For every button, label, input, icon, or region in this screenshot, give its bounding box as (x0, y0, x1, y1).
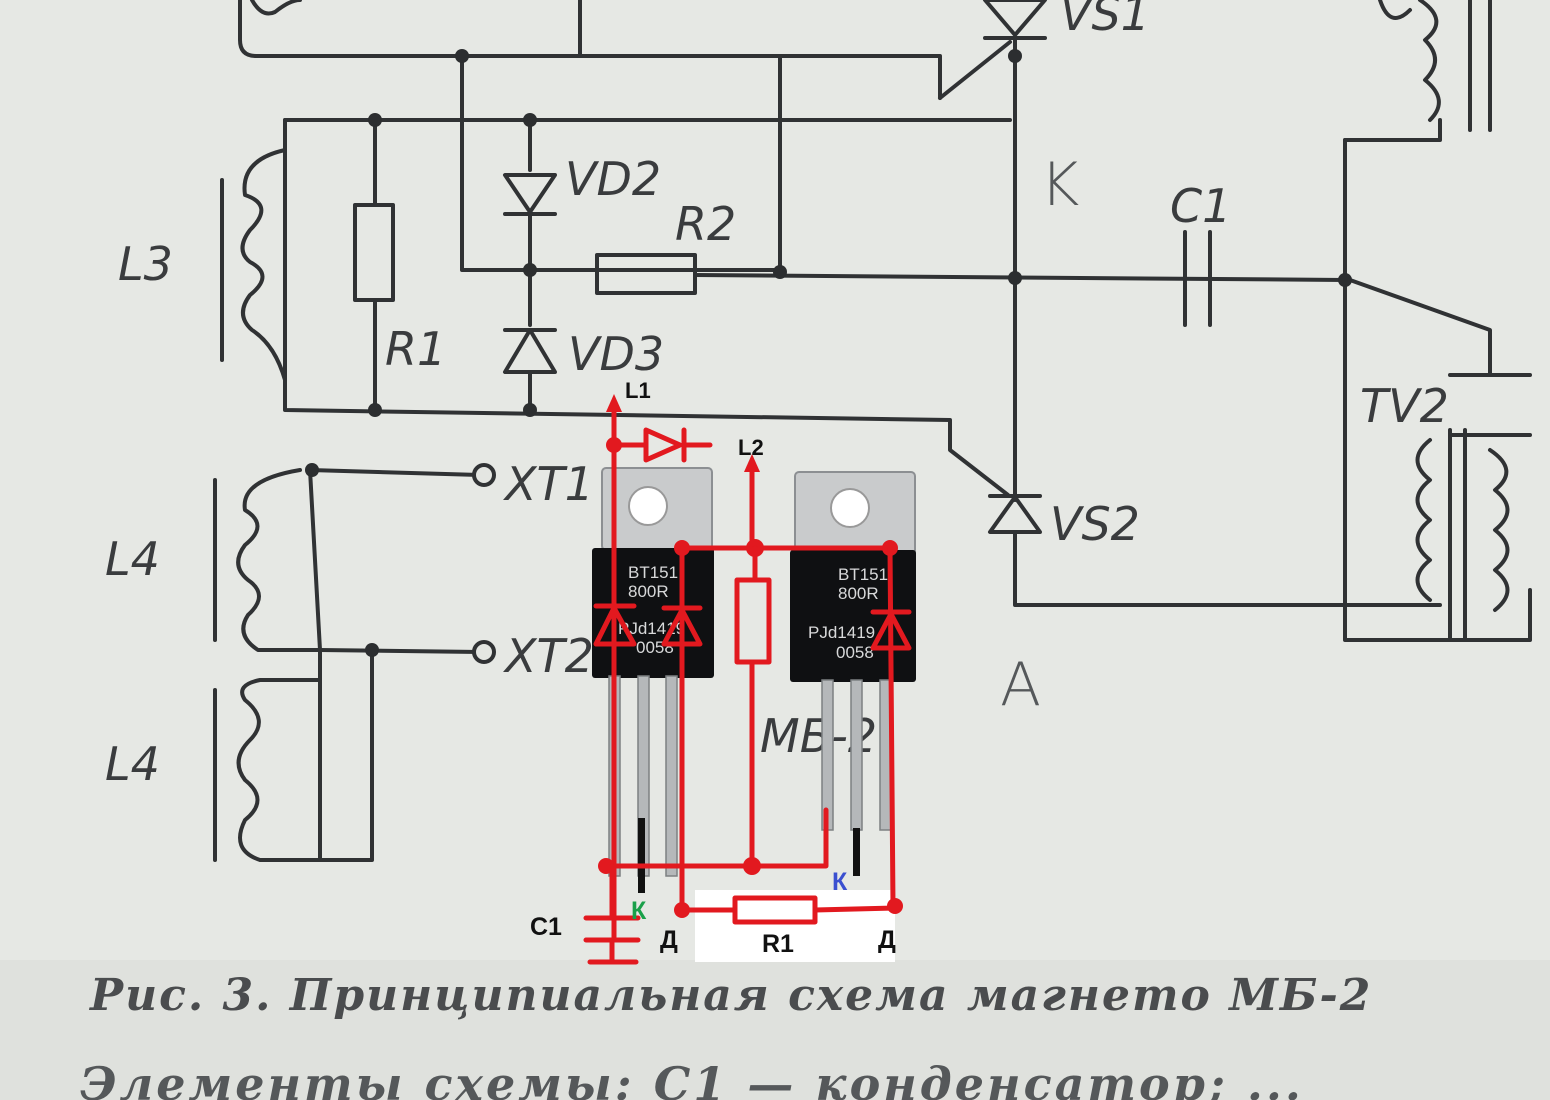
tv2-label: TV2 (1360, 379, 1449, 433)
top-right-coil (1418, 0, 1441, 122)
vd2-label: VD2 (565, 152, 661, 206)
thyristor-right-marking-1: BT151 (838, 565, 888, 584)
l3-label: L3 (118, 237, 173, 291)
label-d-left: Д (660, 926, 678, 954)
top-diode-bar (681, 427, 713, 463)
junction-red (743, 857, 761, 875)
xt2-wire (318, 648, 482, 654)
diode-3-wire (887, 545, 896, 909)
c1-capacitor (1183, 230, 1212, 327)
paper-shadow (0, 960, 1550, 1100)
l4-bottom-label: L4 (105, 737, 160, 791)
junction (523, 403, 537, 417)
a-rail (1013, 530, 1442, 607)
right-top (1343, 118, 1442, 142)
junction (523, 113, 537, 127)
l4-top-label: L4 (105, 532, 160, 586)
right-rail (1343, 138, 1532, 642)
junction (1008, 271, 1022, 285)
thyristor-left-leg-3 (665, 675, 678, 877)
junction (1008, 49, 1022, 63)
caption-next-line: Элементы схемы: С1 — конденсатор; ... (80, 1057, 1304, 1100)
thyristor-right-hole (830, 488, 870, 528)
junction-red (887, 898, 903, 914)
top-left-wire (238, 0, 582, 58)
r1-label: R1 (385, 322, 446, 376)
xt1-label: XT1 (503, 457, 594, 511)
red-diode-3 (870, 611, 912, 651)
vs1-gate-wire (938, 40, 1012, 100)
red-diode-2 (661, 607, 703, 647)
top-right-fragment (1378, 0, 1412, 20)
l1-arrow (606, 394, 622, 412)
label-d-right: Д (878, 926, 896, 954)
l4-center-wire (308, 468, 322, 862)
red-overlay-circuit (583, 394, 912, 965)
tv2-primary (1415, 438, 1432, 602)
junction (523, 263, 537, 277)
r2-feed (460, 54, 782, 272)
thyristor-left-marking-2: 800R (628, 582, 669, 601)
junction (368, 403, 382, 417)
thyristor-right-marking-3: PJd1419 (808, 623, 875, 642)
vd2-diode (503, 173, 557, 214)
tv2-core (1448, 428, 1467, 642)
vs1-label: VS1 (1060, 0, 1150, 41)
printed-schematic: L3 R1 VD2 R2 VD3 VS1 C1 TV2 VS2 XT1 XT2 … (80, 0, 1532, 1100)
vd3-label: VD3 (568, 327, 664, 381)
tv2-secondary (1488, 448, 1510, 612)
l4-bottom-coil (236, 648, 374, 862)
handwritten-k: K (1040, 150, 1079, 220)
thyristor-right-leg-2 (850, 679, 863, 831)
l3-winding (240, 148, 287, 382)
gate-marker-right (853, 828, 860, 876)
top-right-core (1468, 0, 1492, 132)
c1-ground (587, 937, 639, 965)
top-rail-a (318, 54, 942, 100)
xt2-terminal (472, 640, 496, 664)
thyristor-right-leg-1 (821, 679, 834, 831)
rail-c (283, 118, 1010, 497)
junction-red (674, 902, 690, 918)
xt1-wire (308, 468, 482, 477)
tv2-feed (1348, 278, 1492, 377)
r1-right-lead (812, 905, 896, 913)
handwritten-a: A (1000, 650, 1041, 720)
thyristor-right-marking-4: 0058 (836, 643, 874, 662)
thyristor-left-hole (628, 486, 668, 526)
vs2-label: VS2 (1050, 497, 1140, 551)
top-coil-fragment (250, 0, 302, 16)
xt1-terminal (472, 463, 496, 487)
l2-arrow (744, 454, 760, 472)
gate-marker-left (638, 818, 645, 893)
red-diode-1 (593, 605, 637, 647)
junction (1338, 273, 1352, 287)
r2-label: R2 (675, 197, 736, 251)
vs1-thyristor (983, 0, 1047, 37)
c1-label: C1 (1170, 179, 1231, 233)
label-k-right: К (832, 868, 848, 896)
label-l1: L1 (625, 378, 651, 403)
label-patch (695, 890, 895, 962)
junction (368, 113, 382, 127)
figure-caption: Рис. 3. Принципиальная схема магнето МБ-… (88, 970, 1372, 1021)
junction (365, 643, 379, 657)
label-c1: C1 (530, 913, 562, 941)
junction-red (606, 437, 622, 453)
junction (305, 463, 319, 477)
thyristor-right-marking-2: 800R (838, 584, 879, 603)
cathode-bus (602, 807, 829, 869)
thyristor-left-marking-1: BT151 (628, 563, 678, 582)
junction (455, 49, 469, 63)
xt2-label: XT2 (503, 629, 594, 683)
label-r1: R1 (762, 930, 794, 958)
label-l2: L2 (738, 435, 764, 460)
junction (773, 265, 787, 279)
label-k-left: К (631, 897, 647, 925)
top-diode (643, 427, 683, 463)
l4-top-coil (236, 468, 322, 652)
